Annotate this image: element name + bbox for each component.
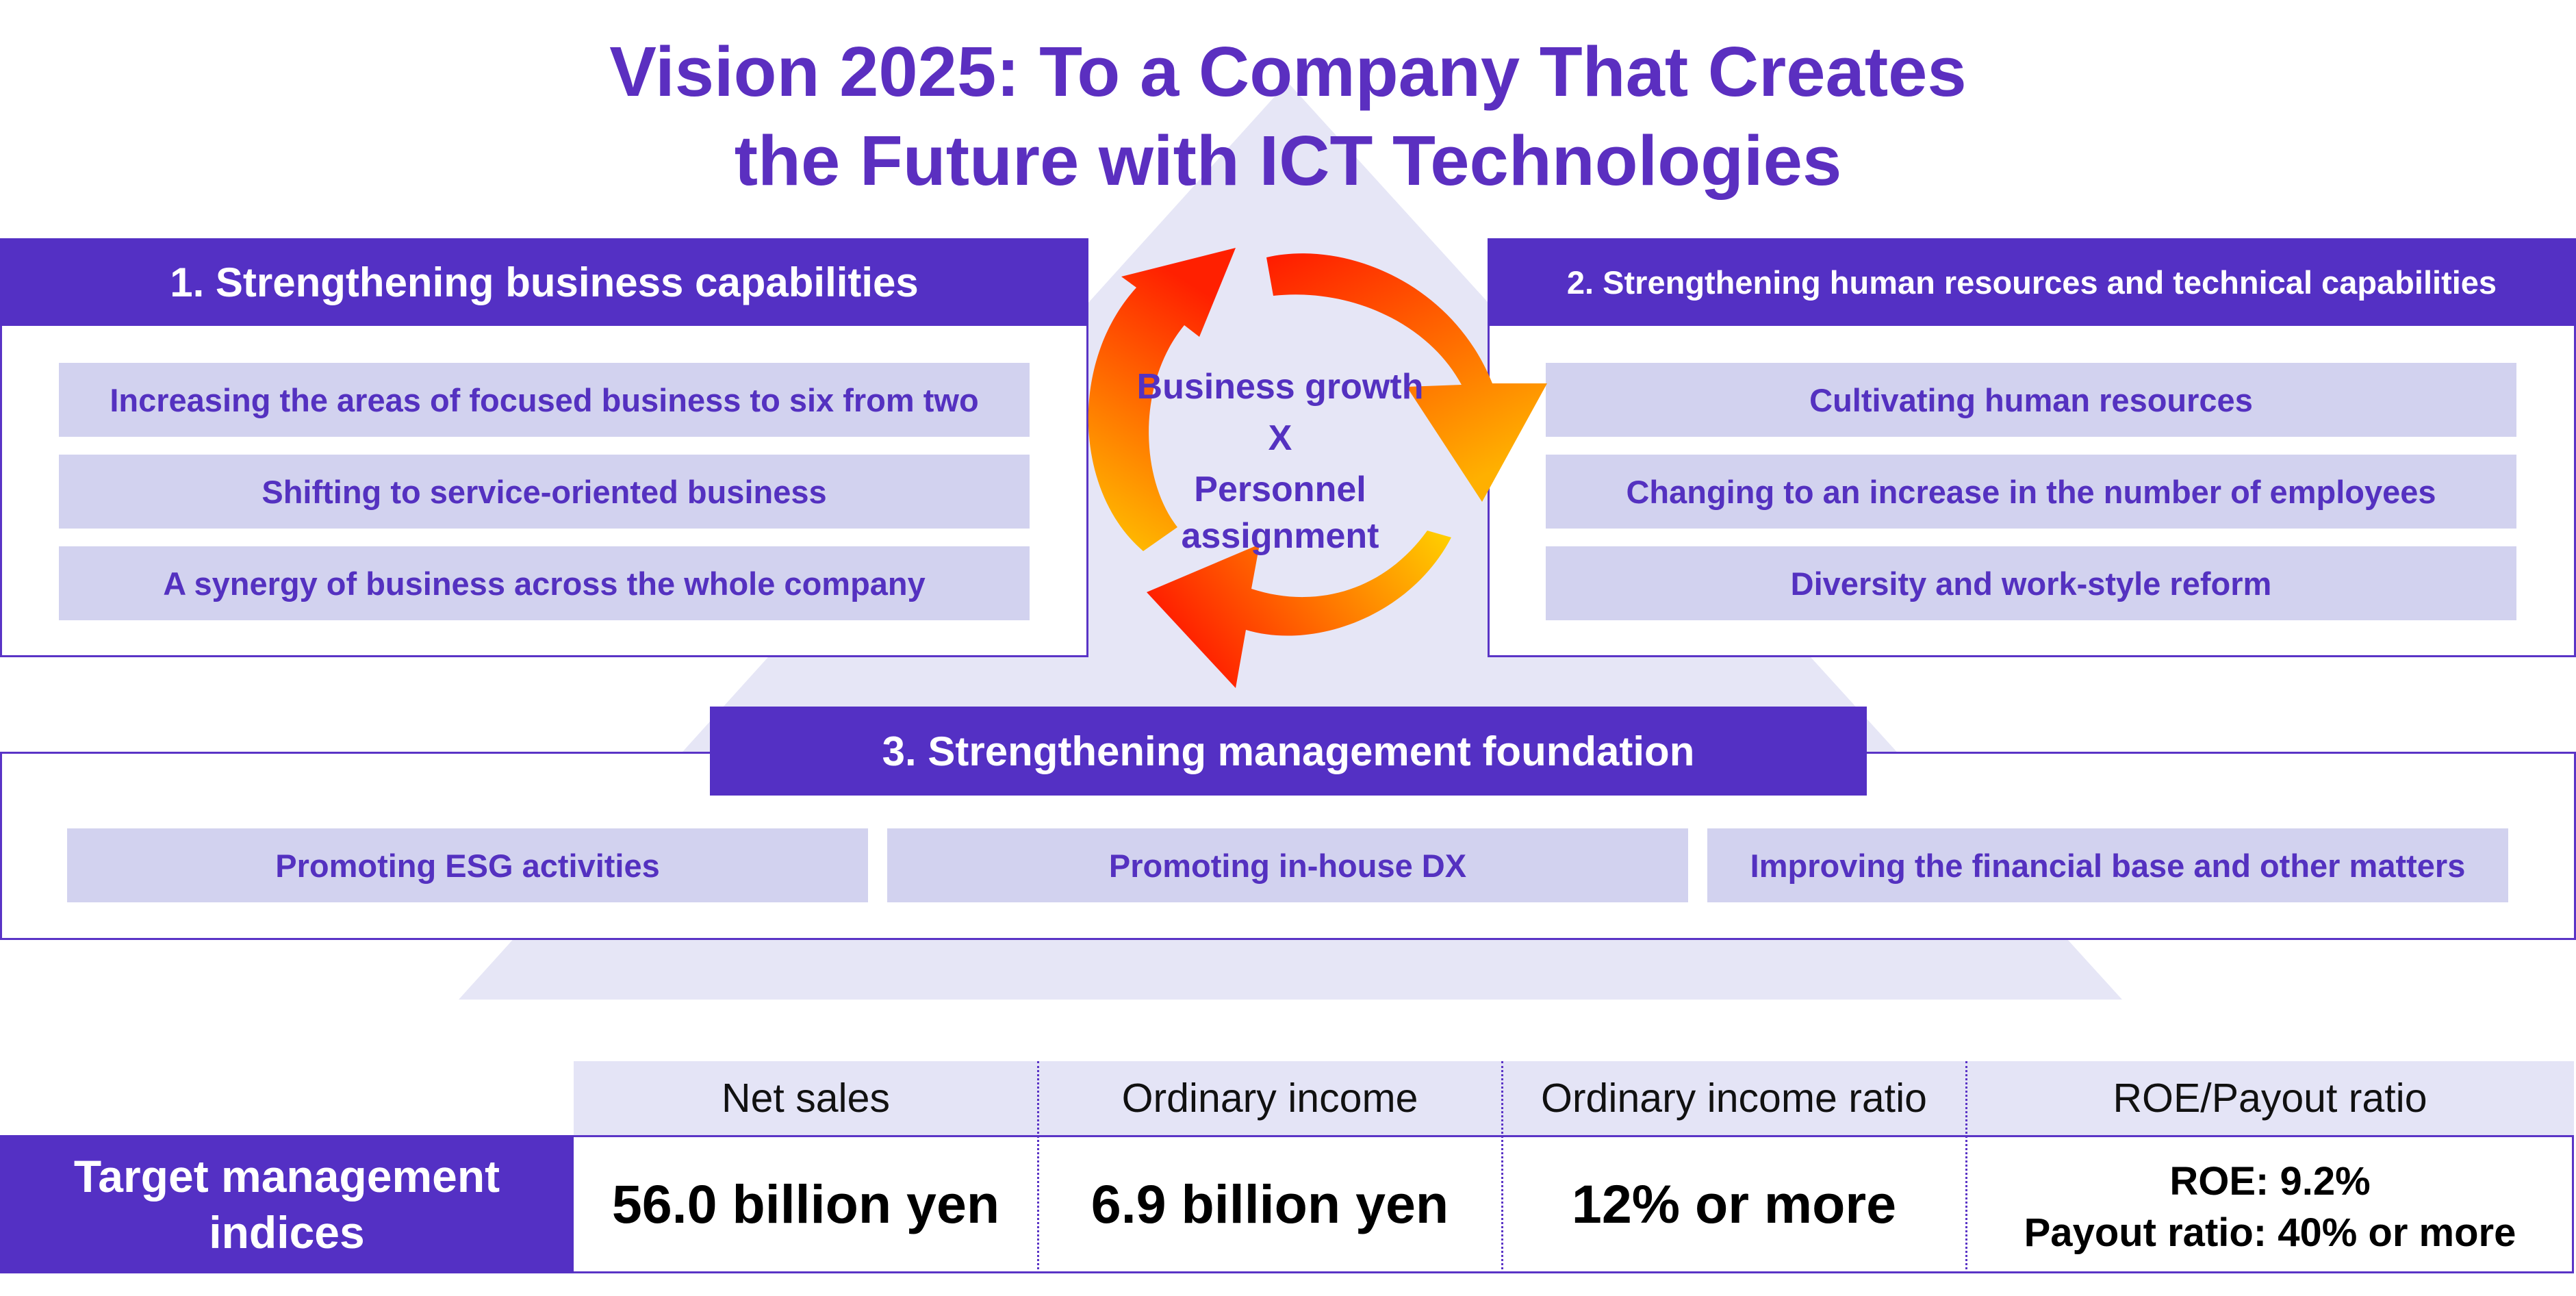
kpi-header-roe-payout: ROE/Payout ratio bbox=[1966, 1061, 2574, 1135]
cycle-text-line-4: assignment bbox=[1181, 516, 1379, 556]
pillar-1-item-2: Shifting to service-oriented business bbox=[59, 455, 1030, 529]
kpi-value-ordinary-income: 6.9 billion yen bbox=[1091, 1173, 1449, 1234]
pillar-2-item-2: Changing to an increase in the number of… bbox=[1546, 455, 2516, 529]
cycle-arrows bbox=[1088, 248, 1547, 688]
pillar-2-header: 2. Strengthening human resources and tec… bbox=[1488, 238, 2576, 326]
pillar-3-item-2: Promoting in-house DX bbox=[887, 828, 1688, 902]
pillar-1-header: 1. Strengthening business capabilities bbox=[0, 238, 1088, 326]
pillar-2-item-1: Cultivating human resources bbox=[1546, 363, 2516, 437]
page-title-line-2: the Future with ICT Technologies bbox=[734, 121, 1842, 200]
cycle-arrow-right bbox=[1266, 253, 1547, 502]
cycle-text-line-2: X bbox=[1268, 418, 1292, 458]
kpi-value-payout: Payout ratio: 40% or more bbox=[2024, 1210, 2516, 1255]
pillar-3-item-1: Promoting ESG activities bbox=[67, 828, 868, 902]
pillar-1-item-1: Increasing the areas of focused business… bbox=[59, 363, 1030, 437]
kpi-value-roe: ROE: 9.2% bbox=[2169, 1158, 2371, 1204]
pillar-3-item-3: Improving the financial base and other m… bbox=[1707, 828, 2508, 902]
kpi-header-ordinary-income: Ordinary income bbox=[1038, 1061, 1502, 1135]
pillar-2-item-3: Diversity and work-style reform bbox=[1546, 546, 2516, 620]
pillar-1-item-3: A synergy of business across the whole c… bbox=[59, 546, 1030, 620]
page-title-line-1: Vision 2025: To a Company That Creates bbox=[609, 32, 1967, 111]
kpi-value-net-sales: 56.0 billion yen bbox=[611, 1173, 1000, 1234]
kpi-divider bbox=[1965, 1061, 1967, 1273]
kpi-divider bbox=[1501, 1061, 1503, 1273]
pillar-3-header: 3. Strengthening management foundation bbox=[710, 707, 1867, 796]
cycle-arrow-left bbox=[1088, 248, 1236, 551]
cycle-arrow-bottom bbox=[1147, 531, 1451, 688]
cycle-text-line-1: Business growth bbox=[1136, 367, 1424, 407]
kpi-divider bbox=[1037, 1061, 1039, 1273]
kpi-header-ordinary-income-ratio: Ordinary income ratio bbox=[1502, 1061, 1966, 1135]
kpi-value-ordinary-income-ratio: 12% or more bbox=[1571, 1173, 1897, 1234]
kpi-header-net-sales: Net sales bbox=[574, 1061, 1038, 1135]
cycle-text-line-3: Personnel bbox=[1194, 470, 1366, 509]
kpi-row-label: Target management indices bbox=[0, 1135, 574, 1273]
